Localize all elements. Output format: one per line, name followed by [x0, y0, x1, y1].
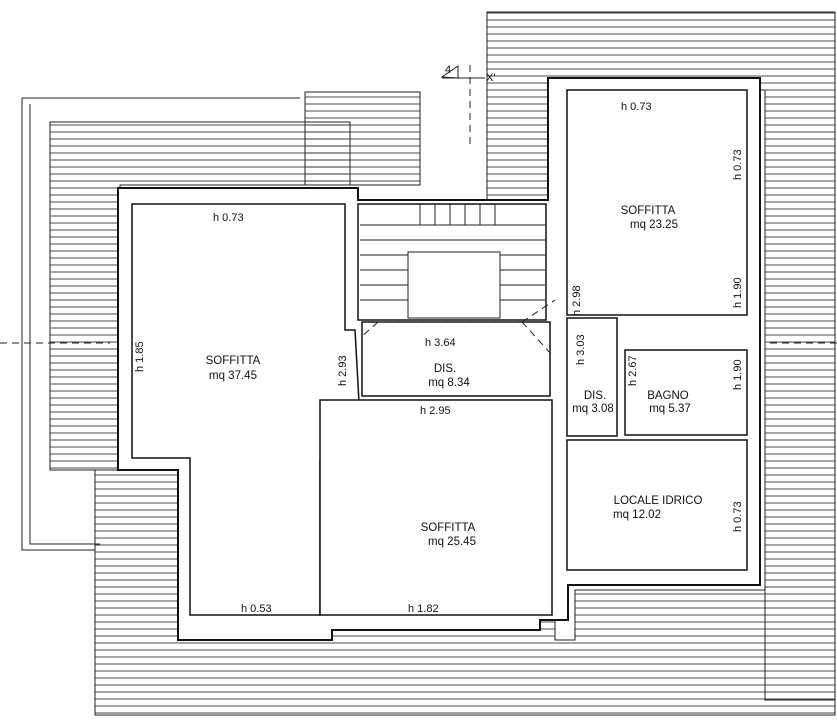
svg-text:mq 23.25: mq 23.25: [630, 219, 678, 231]
svg-text:mq 5.37: mq 5.37: [649, 403, 691, 415]
svg-text:h 1.85: h 1.85: [134, 341, 146, 372]
roof-opening-outline: [359, 299, 556, 356]
svg-text:SOFFITTA: SOFFITTA: [421, 522, 476, 534]
svg-text:SOFFITTA: SOFFITTA: [621, 205, 676, 217]
svg-text:h 3.64: h 3.64: [425, 337, 456, 349]
staircase: [360, 204, 545, 319]
section-marker-number: 4: [445, 64, 451, 76]
section-marker-label: X': [486, 72, 495, 84]
svg-text:mq 3.08: mq 3.08: [572, 403, 614, 415]
svg-text:h 0.73: h 0.73: [732, 149, 744, 180]
svg-text:h 0.53: h 0.53: [241, 603, 272, 615]
svg-text:h 2.67: h 2.67: [627, 355, 639, 386]
svg-text:mq 37.45: mq 37.45: [209, 370, 257, 382]
svg-text:h 0.73: h 0.73: [732, 501, 744, 532]
svg-text:h 2.98: h 2.98: [571, 285, 583, 316]
svg-text:BAGNO: BAGNO: [647, 390, 689, 402]
svg-text:h 1.90: h 1.90: [732, 277, 744, 308]
svg-text:h 1.82: h 1.82: [408, 603, 439, 615]
svg-text:mq 8.34: mq 8.34: [428, 377, 470, 389]
svg-text:DIS.: DIS.: [434, 363, 456, 375]
svg-text:h 2.95: h 2.95: [420, 405, 451, 417]
walls: [117, 77, 761, 641]
svg-text:LOCALE IDRICO: LOCALE IDRICO: [614, 495, 703, 507]
section-arrow: [440, 65, 485, 79]
svg-text:mq 12.02: mq 12.02: [613, 509, 661, 521]
room-labels: SOFFITTA mq 37.45 DIS. mq 8.34 SOFFITTA …: [206, 205, 703, 548]
svg-text:h 3.03: h 3.03: [575, 334, 587, 365]
svg-text:h 1.90: h 1.90: [732, 359, 744, 390]
svg-text:DIS.: DIS.: [584, 390, 606, 402]
svg-text:h 2.93: h 2.93: [337, 355, 349, 386]
svg-text:h 0.73: h 0.73: [213, 212, 244, 224]
height-labels: h 0.73 h 1.85 h 2.93 h 3.64 h 2.95 h 0.7…: [134, 101, 744, 615]
svg-text:mq 25.45: mq 25.45: [428, 536, 476, 548]
svg-text:h 0.73: h 0.73: [621, 101, 652, 113]
svg-text:SOFFITTA: SOFFITTA: [206, 355, 261, 367]
